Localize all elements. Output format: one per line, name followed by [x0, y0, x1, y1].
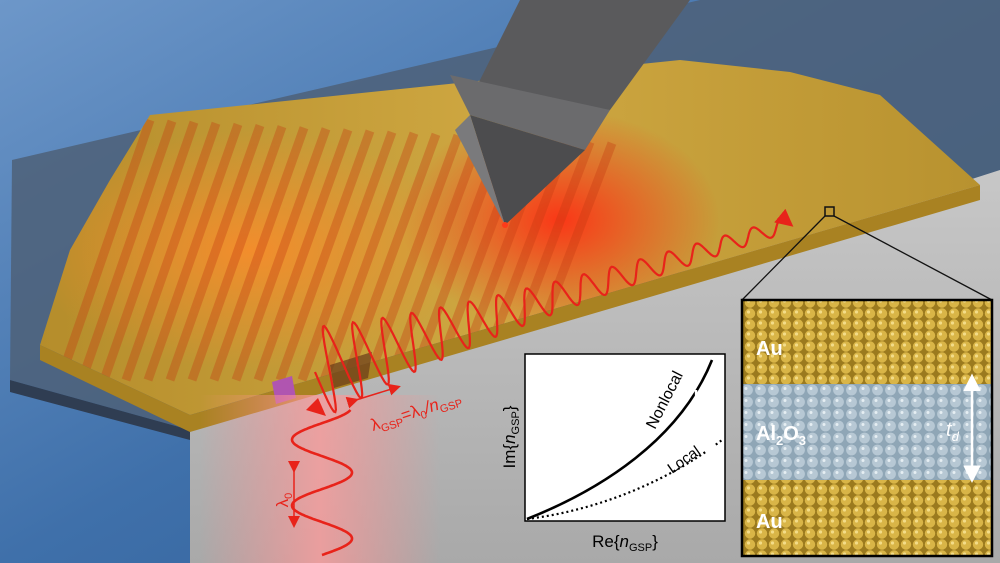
- plasmon-fringe: [165, 123, 265, 382]
- afm-probe: [450, 0, 690, 228]
- gsp-wavelength-arrow: [345, 383, 401, 409]
- thickness-label: td: [946, 419, 960, 444]
- dispersion-inset: Nonlocal Local td→0 γ→0 Im{nGSP} Re{nGSP…: [500, 353, 726, 554]
- au-bottom-layer: [742, 480, 992, 556]
- plasmon-fringe: [275, 129, 375, 382]
- plasmon-fringe: [253, 128, 353, 382]
- inset-ylabel: Im{nGSP}: [500, 405, 522, 468]
- plasmon-fringe: [385, 134, 485, 382]
- nonlocal-curve: [526, 359, 714, 521]
- local-curve: [526, 439, 723, 521]
- plasmon-fringe: [231, 127, 331, 382]
- plasmon-fringe: [341, 132, 441, 382]
- gsp-wave: [313, 208, 794, 414]
- plasmon-fringe: [143, 122, 243, 382]
- plasmon-fringe: [55, 118, 155, 382]
- zoom-line-right: [833, 215, 993, 301]
- inset-frame: [524, 353, 726, 522]
- cross-section-frame: [740, 298, 994, 558]
- incident-wave: [290, 409, 354, 557]
- plasmon-fringe: [187, 125, 287, 382]
- plasmon-fringe: [121, 121, 221, 382]
- zoom-line-left: [741, 215, 826, 301]
- inset-xlabel: Re{nGSP}: [592, 532, 658, 554]
- gamma-arrow: [694, 389, 715, 457]
- gamma-label: γ→0: [703, 402, 718, 429]
- au-top-label: Au: [756, 338, 783, 360]
- substrate-edge: [10, 380, 190, 440]
- au-bottom-label: Au: [756, 511, 783, 533]
- lambda0-label: λ0: [273, 493, 295, 508]
- au-top-layer: [742, 300, 992, 384]
- incident-wave-arrowhead: [306, 398, 326, 416]
- plasmon-fringe: [209, 126, 309, 382]
- plasmon-fringe: [99, 120, 199, 382]
- oxide-label: Al2O3: [756, 423, 806, 448]
- plasmon-fringe: [77, 119, 177, 382]
- plasmon-fringe: [319, 131, 419, 382]
- plasmon-fringe: [297, 130, 397, 382]
- zoom-marker: [824, 206, 835, 217]
- oxide-layer: [742, 384, 992, 480]
- cross-section-inset: Au Al2O3 Au td: [740, 298, 994, 558]
- td-arrow: [547, 459, 616, 499]
